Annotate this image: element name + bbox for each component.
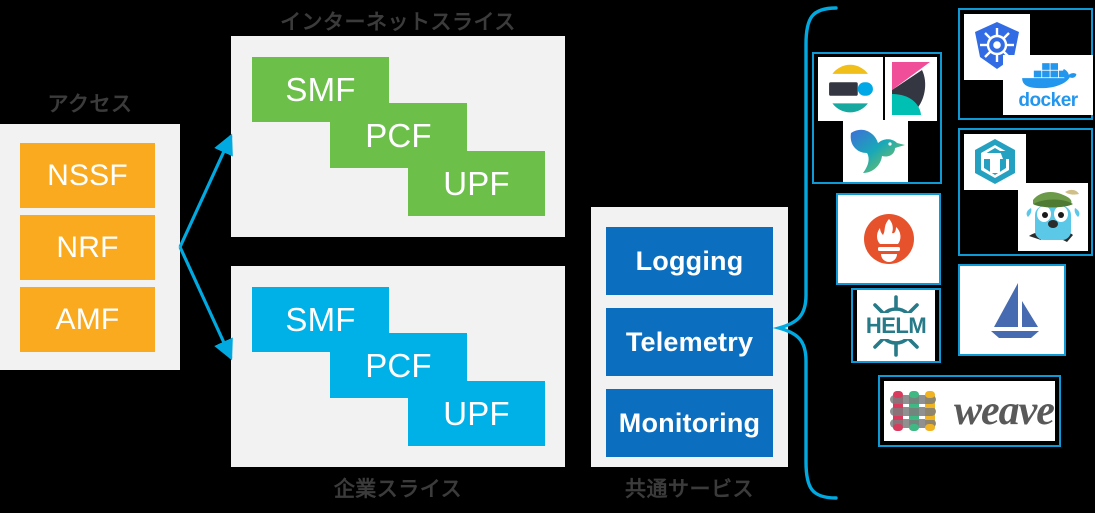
internet-slice-caption: インターネットスライス bbox=[280, 11, 516, 34]
docker-logo: docker bbox=[1003, 55, 1093, 115]
common-service-logging[interactable]: Logging bbox=[606, 227, 773, 295]
common-service-telemetry[interactable]: Telemetry bbox=[606, 308, 773, 376]
go-gopher-logo bbox=[1018, 183, 1088, 251]
logo-group-metrics bbox=[836, 193, 941, 285]
prometheus-logo bbox=[838, 195, 939, 283]
logo-group-logging bbox=[812, 52, 942, 184]
traefik-logo bbox=[964, 134, 1026, 190]
internet-slice-function-upf[interactable]: UPF bbox=[408, 151, 545, 216]
weave-wordmark: weave bbox=[954, 388, 1055, 434]
beats-logo bbox=[843, 120, 908, 182]
logo-group-packaging bbox=[851, 288, 941, 363]
enterprise-slice-caption: 企業スライス bbox=[333, 478, 463, 501]
enterprise-slice-function-pcf[interactable]: PCF bbox=[330, 333, 467, 398]
istio-logo bbox=[960, 266, 1064, 354]
arrow-access-to-internet-slice bbox=[178, 133, 233, 248]
common-service-monitoring[interactable]: Monitoring bbox=[606, 389, 773, 457]
access-function-nrf[interactable]: NRF bbox=[20, 215, 155, 280]
docker-wordmark: docker bbox=[1018, 89, 1078, 111]
access-function-nssf[interactable]: NSSF bbox=[20, 143, 155, 208]
enterprise-slice-function-upf[interactable]: UPF bbox=[408, 381, 545, 446]
helm-wordmark: HELM bbox=[863, 312, 929, 339]
helm-logo: HELM bbox=[857, 290, 935, 361]
common-services-caption: 共通サービス bbox=[625, 478, 754, 501]
logo-group-networking bbox=[878, 375, 1061, 447]
logo-group-proxy bbox=[958, 128, 1093, 256]
elasticsearch-logo bbox=[818, 57, 883, 121]
logo-group-service-mesh bbox=[958, 264, 1066, 356]
kibana-logo bbox=[885, 57, 937, 121]
access-caption: アクセス bbox=[47, 93, 133, 116]
arrow-access-to-enterprise-slice bbox=[178, 246, 233, 361]
weave-logo: weave bbox=[884, 381, 1055, 441]
access-function-amf[interactable]: AMF bbox=[20, 287, 155, 352]
